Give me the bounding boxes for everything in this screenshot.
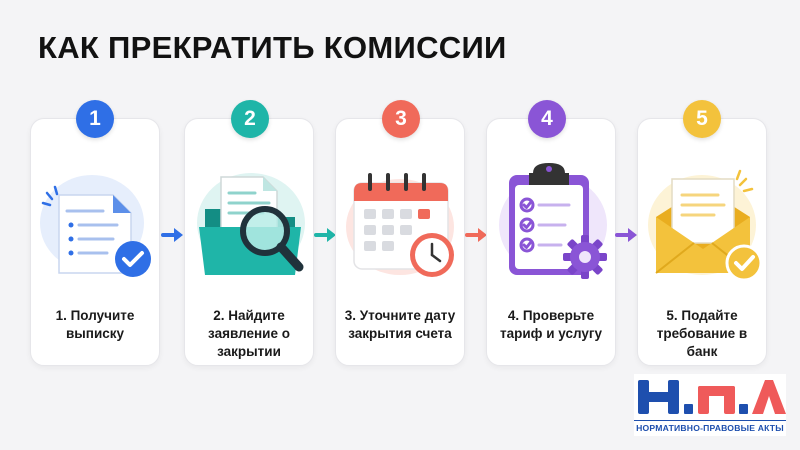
calendar-clock-icon	[346, 173, 454, 277]
envelope-check-icon	[648, 169, 762, 282]
arrow-right-icon	[161, 228, 183, 242]
document-check-icon	[40, 175, 151, 277]
step-badge-3: 3	[382, 100, 420, 138]
step-card-3: 3. Уточните дату закрытия счета	[335, 118, 465, 366]
step-card-5: 5. Подайте требование в банк	[637, 118, 767, 366]
clipboard-gear-icon	[499, 163, 607, 279]
npa-logo: НОРМАТИВНО-ПРАВОВЫЕ АКТЫ	[634, 374, 786, 436]
step-card-2: 2. Найдите заявление о закрытии	[184, 118, 314, 366]
step-card-1: 1. Получите выписку	[30, 118, 160, 366]
arrow-right-icon	[314, 228, 336, 242]
npa-logo-mark	[638, 380, 786, 414]
step-badge-4: 4	[528, 100, 566, 138]
npa-logo-subtitle: НОРМАТИВНО-ПРАВОВЫЕ АКТЫ	[634, 420, 786, 433]
step-label-4: 4. Проверьте тариф и услугу	[500, 308, 602, 341]
page-title: КАК ПРЕКРАТИТЬ КОМИССИИ	[38, 30, 507, 65]
step-label-1: 1. Получите выписку	[55, 308, 135, 341]
step-label-3: 3. Уточните дату закрытия счета	[344, 308, 456, 341]
arrow-right-icon	[615, 228, 637, 242]
arrow-right-icon	[465, 228, 487, 242]
step-card-4: 4. Проверьте тариф и услугу	[486, 118, 616, 366]
step-badge-1: 1	[76, 100, 114, 138]
step-label-2: 2. Найдите заявление о закрытии	[208, 308, 290, 359]
step-label-5: 5. Подайте требование в банк	[656, 308, 748, 359]
step-badge-2: 2	[231, 100, 269, 138]
folder-magnifier-icon	[197, 173, 305, 275]
step-badge-5: 5	[683, 100, 721, 138]
